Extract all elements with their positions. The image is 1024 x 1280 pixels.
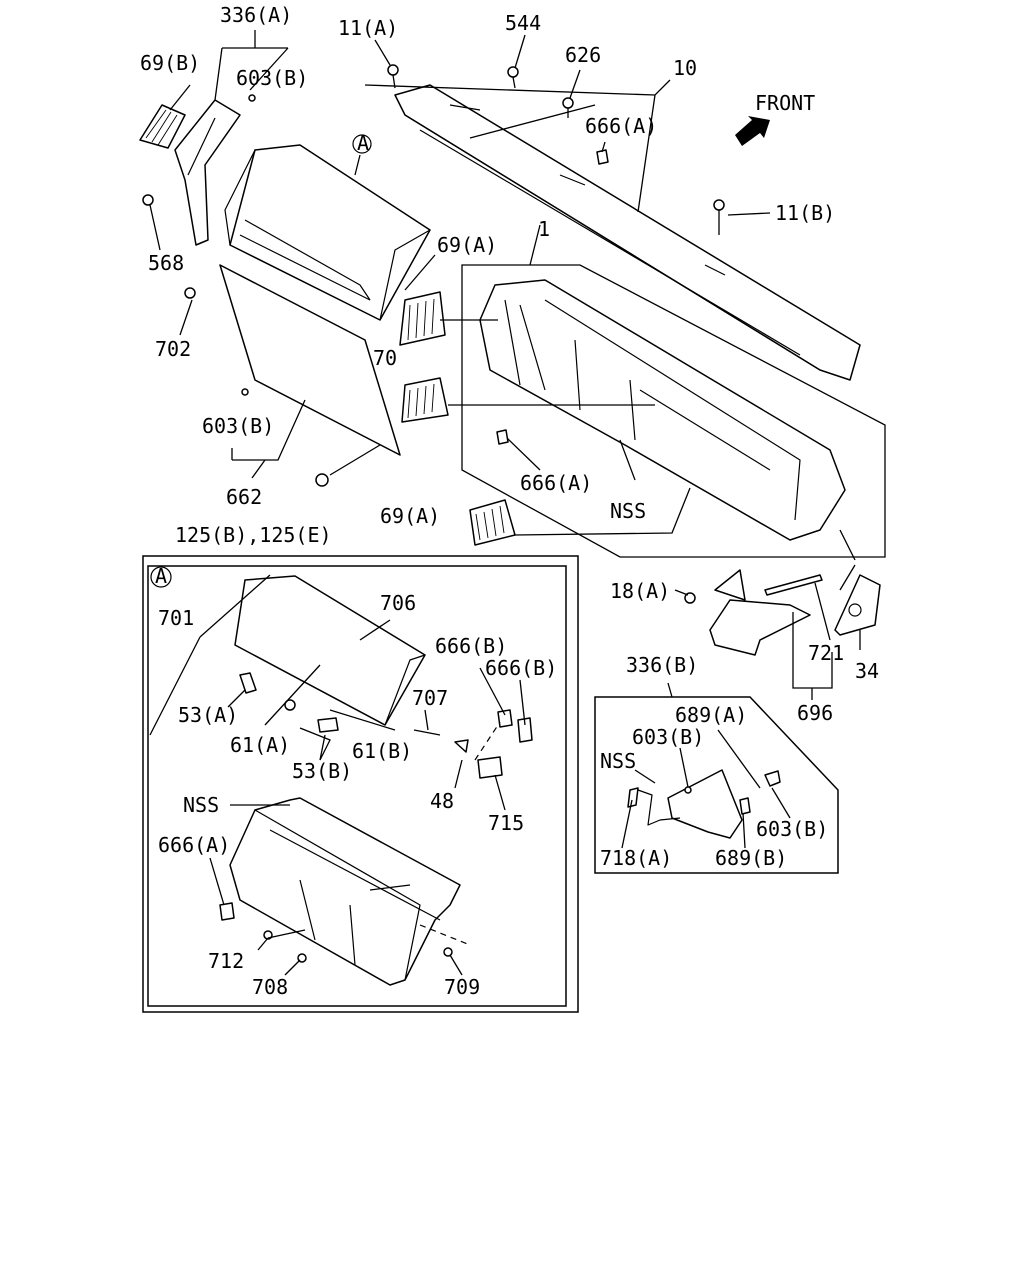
callout-626: 626	[565, 43, 601, 67]
callout-69b: 69(B)	[140, 51, 200, 75]
detail-61a: 61(A)	[230, 733, 290, 757]
detail-707: 707	[412, 686, 448, 710]
bracket-18a	[714, 569, 746, 601]
callout-603b-top: 603(B)	[236, 66, 308, 90]
instrument-panel-1	[479, 279, 846, 541]
detail-53a: 53(A)	[178, 703, 238, 727]
callout-70: 70	[373, 346, 397, 370]
callout-544: 544	[505, 11, 541, 35]
detail-666a: 666(A)	[158, 833, 230, 857]
callout-696: 696	[797, 701, 833, 725]
callout-603b-box: 603(B)	[632, 725, 704, 749]
callout-666a-mid: 666(A)	[520, 471, 592, 495]
glovebox-door-662	[219, 264, 401, 456]
callout-labels: FRONT A A 336(A) 11(A) 544 626 10 69(B) …	[140, 3, 879, 999]
callout-11b: 11(B)	[775, 201, 835, 225]
callout-10: 10	[673, 56, 697, 80]
glovebox-upper-assembly	[224, 144, 431, 321]
detail-48: 48	[430, 789, 454, 813]
detail-715: 715	[488, 811, 524, 835]
callout-1: 1	[538, 217, 550, 241]
callout-718a: 718(A)	[600, 846, 672, 870]
side-trim-336a	[174, 99, 241, 246]
detail-marker-label: A	[357, 131, 369, 155]
detail-53b: 53(B)	[292, 759, 352, 783]
detail-708: 708	[252, 975, 288, 999]
vent-69a-lower	[469, 499, 516, 546]
callout-nss-mid: NSS	[610, 499, 646, 523]
front-arrow-icon	[735, 116, 770, 146]
callout-689b: 689(B)	[715, 846, 787, 870]
callout-336b: 336(B)	[626, 653, 698, 677]
leader-lines	[149, 30, 886, 700]
detail-666b-2: 666(B)	[485, 656, 557, 680]
callout-34: 34	[855, 659, 879, 683]
callout-603b-box2: 603(B)	[756, 817, 828, 841]
callout-18a: 18(A)	[610, 579, 670, 603]
detail-712: 712	[208, 949, 244, 973]
callout-689a: 689(A)	[675, 703, 747, 727]
detail-box-a	[142, 555, 579, 1013]
strip-721	[764, 574, 823, 596]
bracket-696	[709, 599, 811, 656]
vent-70	[401, 377, 449, 423]
callout-568: 568	[148, 251, 184, 275]
callout-721: 721	[808, 641, 844, 665]
callout-666a-top: 666(A)	[585, 114, 657, 138]
detail-nss: NSS	[183, 793, 219, 817]
detail-666b-1: 666(B)	[435, 634, 507, 658]
callout-603b-mid: 603(B)	[202, 414, 274, 438]
vent-69a-upper	[399, 291, 446, 346]
callout-662: 662	[226, 485, 262, 509]
detail-61b: 61(B)	[352, 739, 412, 763]
dash-top-panel-10	[394, 84, 861, 381]
detail-701: 701	[158, 606, 194, 630]
callout-702: 702	[155, 337, 191, 361]
detail-box-marker: A	[155, 564, 167, 588]
callout-69a-lower: 69(A)	[380, 504, 440, 528]
cover-34	[834, 574, 881, 636]
front-label: FRONT	[755, 91, 815, 115]
callout-69a-upper: 69(A)	[437, 233, 497, 257]
callout-336a: 336(A)	[220, 3, 292, 27]
callout-nss-box: NSS	[600, 749, 636, 773]
detail-706: 706	[380, 591, 416, 615]
callout-125: 125(B),125(E)	[175, 523, 332, 547]
detail-box-336b	[594, 696, 839, 874]
callout-11a: 11(A)	[338, 16, 398, 40]
detail-709: 709	[444, 975, 480, 999]
vent-69b	[139, 104, 186, 149]
